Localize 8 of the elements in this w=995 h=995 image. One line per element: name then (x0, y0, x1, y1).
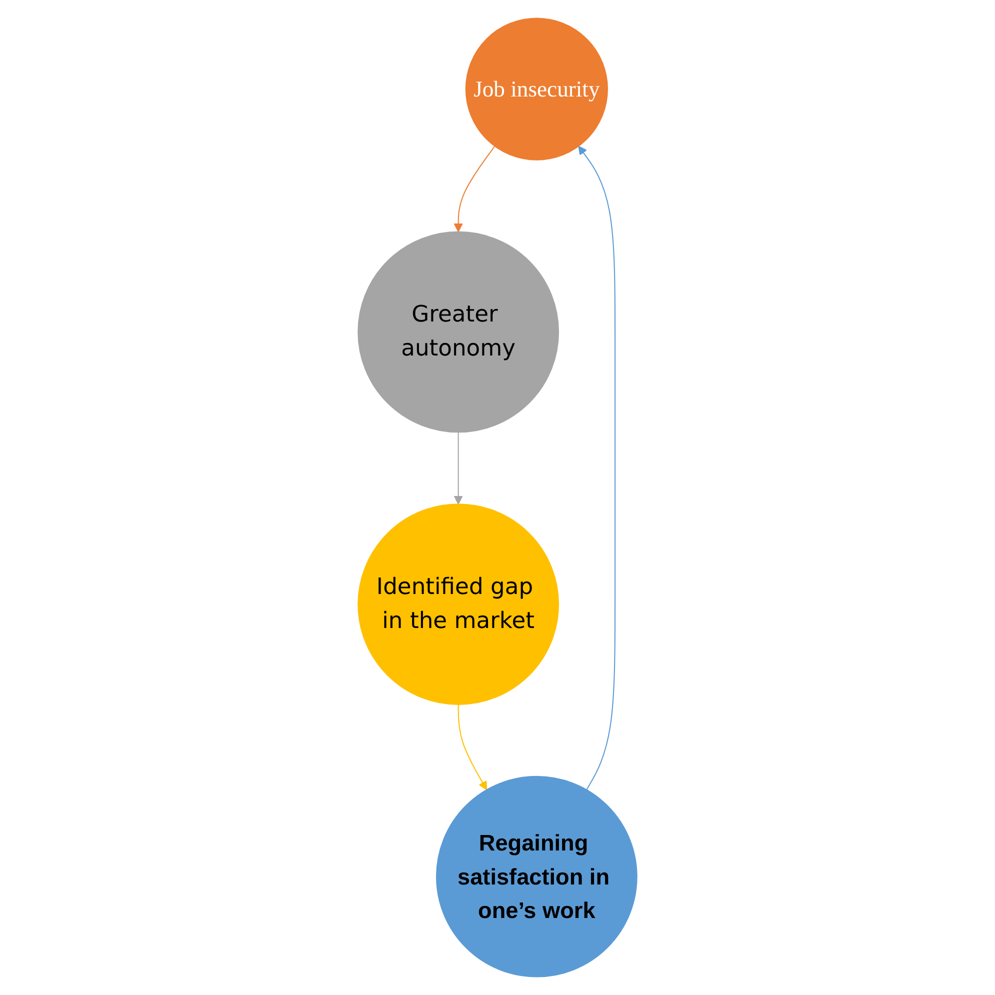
arrow (454, 146, 496, 232)
node-circle: Job insecurity (465, 18, 608, 160)
node-circle: Identified gap in the market (358, 504, 560, 705)
arrow (578, 146, 616, 790)
arrow (454, 432, 463, 504)
node-circle: Regaining satisfaction in one’s work (436, 776, 638, 978)
arrow (458, 704, 488, 790)
node-circle: Greater autonomy (358, 231, 560, 433)
